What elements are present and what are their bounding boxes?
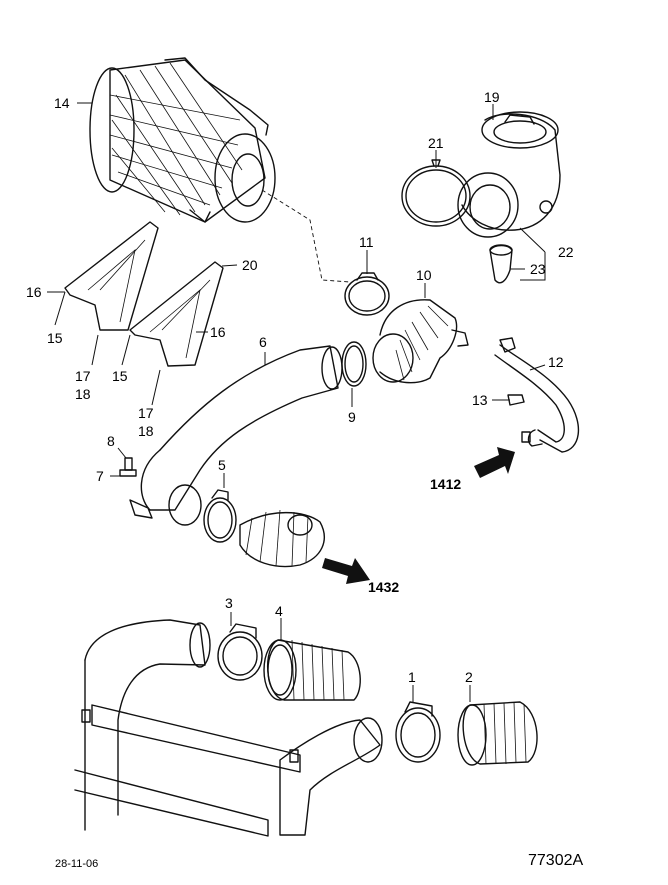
air-intake-elbow [457,111,561,238]
intake-pipe-6 [129,345,343,526]
air-filter-housing [89,57,276,223]
callout-16-left: 16 [26,284,42,300]
callout-6: 6 [259,334,267,350]
reference-arrow-1432 [322,558,370,584]
callout-19: 19 [484,89,500,105]
pipe-12 [494,337,580,453]
callout-2: 2 [465,669,473,685]
callout-16-right: 16 [210,324,226,340]
callout-5: 5 [218,457,226,473]
callout-10: 10 [416,267,432,283]
corrugated-hose-2 [457,701,538,766]
callout-9: 9 [348,409,356,425]
callout-14: 14 [54,95,70,111]
callout-8: 8 [107,433,115,449]
hose-clamp-5 [203,489,237,543]
frame-lower [74,619,383,837]
corrugated-hose-lower [239,509,325,568]
v-clamp-1 [395,701,441,763]
callout-3: 3 [225,595,233,611]
diagram-code: 77302A [528,852,584,869]
callout-15-right: 15 [112,368,128,384]
callout-18-right: 18 [138,423,154,439]
assembly-line [261,189,351,283]
callout-22: 22 [558,244,574,260]
corrugated-hose-10 [372,299,469,384]
callout-11: 11 [359,234,374,250]
callout-4: 4 [275,603,283,619]
bracket-right [129,261,224,367]
bracket-13 [507,394,525,406]
callout-1: 1 [408,669,416,685]
callout-17-left: 17 [75,368,91,384]
footer-date: 28-11-06 [55,858,99,870]
callout-13: 13 [472,392,488,408]
screw-7-8 [119,457,137,477]
reference-label-1432: 1432 [368,579,399,595]
callout-15-left: 15 [47,330,63,346]
callout-12: 12 [548,354,564,370]
leader-lines [47,102,546,702]
reference-arrow-1412 [474,447,515,478]
v-clamp-3 [217,623,263,681]
callout-18-left: 18 [75,386,91,402]
callout-17-right: 17 [138,405,154,421]
corrugated-hose-4 [263,639,361,701]
bracket-left [64,221,159,331]
callout-7: 7 [96,468,104,484]
callout-21: 21 [428,135,444,151]
callout-20: 20 [242,257,258,273]
reference-label-1412: 1412 [430,476,461,492]
callout-labels: 14 19 21 22 23 11 10 20 16 15 16 6 12 17… [26,89,574,685]
clamp-ring-9 [341,341,367,387]
intake-drain-valve [489,244,513,284]
callout-23: 23 [530,261,546,277]
hose-clamp-11 [344,272,390,316]
